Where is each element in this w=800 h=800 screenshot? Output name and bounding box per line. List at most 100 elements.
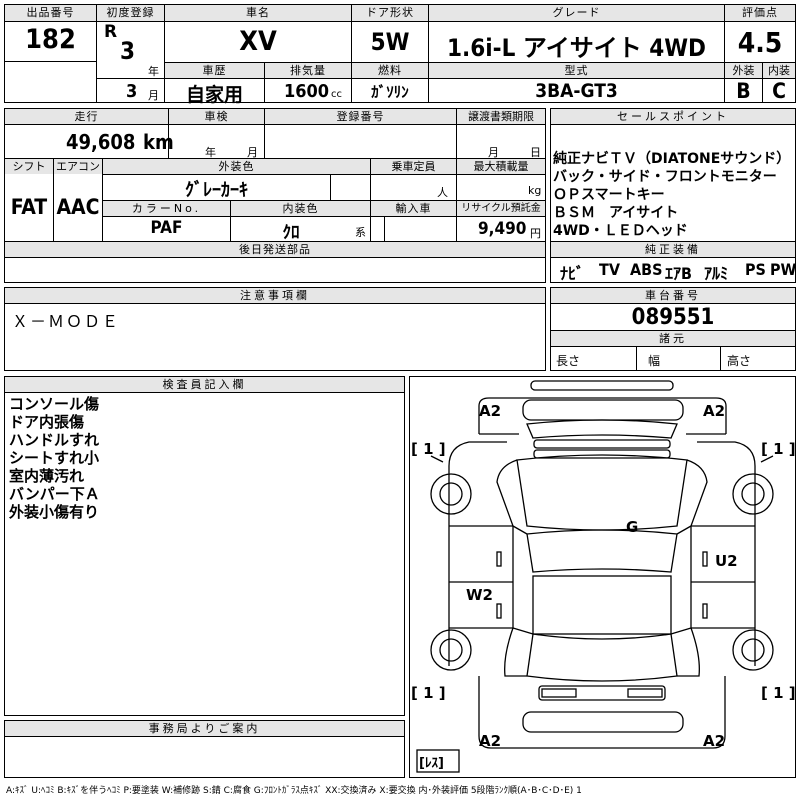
equipment-item: TV: [599, 260, 620, 279]
history-value: 自家用: [185, 84, 243, 106]
sales-point: ＢＳＭ アイサイト: [553, 205, 679, 221]
equipment-item: ｴｱB: [665, 264, 692, 283]
damage-mark-a2-bl: A2: [479, 732, 501, 750]
int-color-label: 内装色: [231, 201, 370, 216]
fuel-label: 燃料: [352, 63, 428, 78]
damage-mark-1-rl: [ 1 ]: [411, 684, 446, 702]
inspector-notes: コンソール傷 ドア内張傷 ハンドルすれ シートすれ小 室内薄汚れ バンパー下Ａ …: [9, 395, 100, 521]
equipment-item: ｱﾙﾐ: [704, 264, 729, 283]
transfer-day-unit: 日: [530, 146, 541, 159]
inspector-note: 外装小傷有り: [9, 503, 100, 521]
month-unit: 月: [148, 89, 159, 102]
inspection-year-unit: 年: [205, 146, 216, 159]
sales-points-label: セールスポイント: [551, 109, 795, 124]
notes-label: 注意事項欄: [5, 288, 545, 303]
notes-text: Ｘ－ＭＯＤＥ: [12, 312, 121, 331]
transfer-label: 譲渡書類期限: [457, 109, 545, 124]
specs-label: 諸元: [551, 331, 795, 346]
mileage-value: 49,608: [66, 130, 136, 154]
inspector-note: 室内薄汚れ: [9, 467, 85, 485]
aircon-label: エアコン: [54, 159, 102, 174]
displacement-label: 排気量: [265, 63, 351, 78]
res-mark: [ﾚｽ]: [419, 756, 444, 771]
legend-text: A:ｷｽﾞ U:ﾍｺﾐ B:ｷｽﾞを伴うﾍｺﾐ P:要塗装 W:補修跡 S:錆 …: [6, 786, 582, 796]
recycle-value: 9,490: [478, 219, 527, 239]
recycle-unit: 円: [530, 227, 541, 240]
transfer-month-unit: 月: [488, 146, 499, 159]
later-parts-label: 後日発送部品: [5, 242, 545, 257]
damage-diagram-box: [409, 376, 796, 778]
inspector-label: 検査員記入欄: [5, 377, 404, 392]
equipment-item: PS: [745, 260, 766, 279]
score-label: 評価点: [725, 5, 795, 21]
spec-width-label: 幅: [648, 354, 661, 368]
displacement-unit: cc: [331, 89, 342, 100]
inspection-label: 車検: [169, 109, 264, 124]
shift-value: FAT: [10, 195, 48, 219]
capacity-label: 乗車定員: [371, 159, 456, 174]
interior-grade: C: [772, 79, 786, 103]
year-unit: 年: [148, 65, 159, 78]
ext-color-value: ｸﾞﾚｰｶｰｷ: [185, 180, 248, 201]
interior-label: 内装: [763, 63, 795, 78]
import-label: 輸入車: [371, 201, 456, 216]
color-no-value: PAF: [150, 218, 183, 238]
int-color-suffix: 系: [355, 226, 366, 239]
model-value: 3BA-GT3: [535, 80, 618, 102]
grade-label: グレード: [429, 5, 724, 21]
car-damage-diagram: A2 A2 [ 1 ] [ 1 ] G U2 W2 [ 1 ] [ 1 ] A2…: [411, 380, 796, 773]
equipment-item: PW: [770, 260, 797, 279]
damage-mark-1-fr: [ 1 ]: [761, 440, 796, 458]
mileage-label: 走行: [5, 109, 168, 124]
inspector-note: コンソール傷: [9, 395, 100, 413]
lot-number: 182: [25, 24, 76, 55]
inspection-month-unit: 月: [247, 146, 258, 159]
damage-mark-u2: U2: [715, 552, 738, 570]
door-type: 5W: [370, 28, 410, 56]
sales-point: 4WD・ＬＥＤヘッド: [553, 223, 688, 239]
spec-height-label: 高さ: [727, 354, 752, 368]
inspector-note: シートすれ小: [9, 449, 100, 467]
damage-mark-a2-br: A2: [703, 732, 725, 750]
sales-point: バック・サイド・フロントモニター: [553, 169, 777, 185]
int-color-value: ｸﾛ: [282, 223, 300, 243]
lot-label: 出品番号: [5, 5, 96, 21]
capacity-unit: 人: [437, 186, 448, 199]
damage-mark-a2-tl: A2: [479, 402, 501, 420]
door-label: ドア形状: [352, 5, 428, 21]
mileage-unit: km: [143, 130, 174, 154]
damage-mark-1-fl: [ 1 ]: [411, 440, 446, 458]
damage-mark-1-rr: [ 1 ]: [761, 684, 796, 702]
ext-color-label: 外装色: [103, 159, 370, 174]
equipment-item: ABS: [630, 260, 663, 279]
spec-length-label: 長さ: [556, 354, 581, 368]
grade-text: 1.6i-L アイサイト 4WD: [447, 34, 706, 62]
aircon-value: AAC: [56, 195, 100, 219]
reg-year: 3: [120, 37, 136, 65]
equipment-label: 純正装備: [551, 242, 795, 257]
displacement-value: 1600: [284, 81, 330, 102]
recycle-label: リサイクル預託金: [457, 201, 545, 216]
max-load-unit: kg: [528, 184, 542, 197]
car-name-label: 車名: [165, 5, 351, 21]
exterior-label: 外装: [725, 63, 762, 78]
damage-mark-a2-tr: A2: [703, 402, 725, 420]
chassis-number: 089551: [631, 305, 715, 330]
damage-mark-w2: W2: [466, 586, 493, 604]
inspector-note: バンパー下Ａ: [9, 485, 100, 503]
damage-mark-g: G: [626, 518, 638, 536]
chassis-label: 車台番号: [551, 288, 795, 303]
exterior-grade: B: [736, 79, 751, 103]
score-value: 4.5: [737, 26, 783, 59]
fuel-value: ｶﾞｿﾘﾝ: [371, 83, 409, 101]
era-text: R: [104, 22, 118, 42]
reg-no-label: 登録番号: [265, 109, 456, 124]
color-no-label: カラーNo.: [103, 201, 230, 216]
inspector-note: ドア内張傷: [9, 413, 85, 431]
car-name: XV: [239, 26, 277, 57]
shift-label: シフト: [5, 159, 53, 174]
first-reg-label: 初度登録: [97, 5, 164, 21]
max-load-label: 最大積載量: [457, 159, 545, 174]
office-label: 事務局よりご案内: [5, 721, 404, 736]
model-label: 型式: [429, 63, 724, 78]
